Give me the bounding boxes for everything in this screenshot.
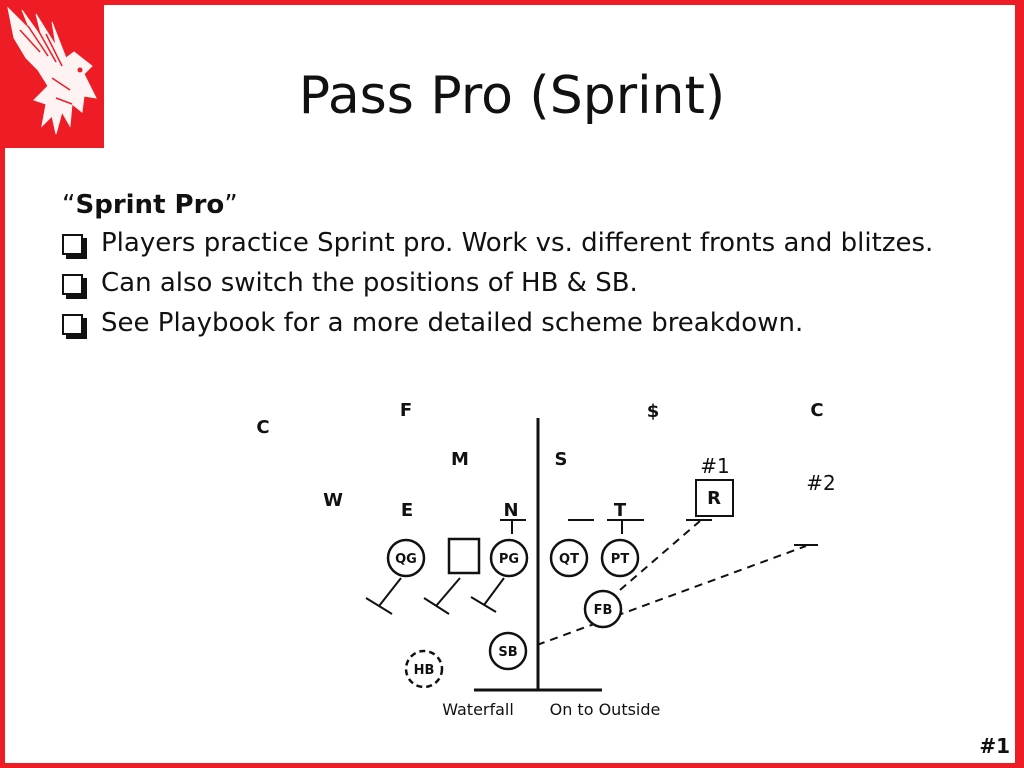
slide-header: Pass Pro (Sprint) (0, 0, 1024, 148)
defender-label: T (614, 500, 627, 521)
lead-line: “Sprint Pro” (62, 190, 1002, 220)
defender-label: M (451, 449, 469, 470)
slide-title: Pass Pro (Sprint) (298, 66, 726, 126)
defender-label: S (555, 449, 568, 470)
caption-left: Waterfall (442, 700, 514, 719)
offense-label: QT (559, 552, 579, 567)
defender-label: E (401, 500, 413, 521)
offense-label: PG (499, 552, 519, 567)
offense-label: QG (395, 552, 417, 567)
checkbox-bullet-icon (62, 314, 83, 335)
defender-label: W (323, 490, 343, 511)
defender-label: C (810, 400, 823, 421)
offense-label: PT (611, 552, 630, 567)
bullet-text: See Playbook for a more detailed scheme … (101, 308, 804, 338)
checkbox-bullet-icon (62, 274, 83, 295)
rover-box (695, 479, 734, 517)
eagle-icon (7, 6, 97, 135)
caption-right: On to Outside (550, 700, 661, 719)
defender-label: R (707, 488, 721, 509)
bullet-item: Players practice Sprint pro. Work vs. di… (62, 228, 1002, 258)
defender-label: $ (647, 401, 660, 422)
bullet-text: Can also switch the positions of HB & SB… (101, 268, 638, 298)
play-diagram: F $ C C M S W E N T R #1 #2 (256, 400, 835, 719)
lead-close-quote: ” (224, 190, 238, 220)
checkbox-bullet-icon (62, 234, 83, 255)
bullet-item: See Playbook for a more detailed scheme … (62, 308, 1002, 338)
receiver-number: #1 (700, 454, 729, 478)
offense-label: FB (594, 603, 613, 618)
offense-label: SB (498, 645, 517, 660)
defender-label: N (503, 500, 518, 521)
lead-open-quote: “ (62, 190, 76, 220)
defender-label: C (256, 417, 269, 438)
eagle-logo (0, 0, 104, 148)
defender-label: F (400, 400, 412, 421)
bullet-text: Players practice Sprint pro. Work vs. di… (101, 228, 934, 258)
bullet-item: Can also switch the positions of HB & SB… (62, 268, 1002, 298)
receiver-number: #2 (806, 471, 835, 495)
lead-bold-text: Sprint Pro (75, 190, 225, 220)
slide-body: “Sprint Pro” Players practice Sprint pro… (62, 190, 1002, 348)
page-number: #1 (979, 734, 1010, 758)
offense-label: HB (414, 663, 435, 678)
